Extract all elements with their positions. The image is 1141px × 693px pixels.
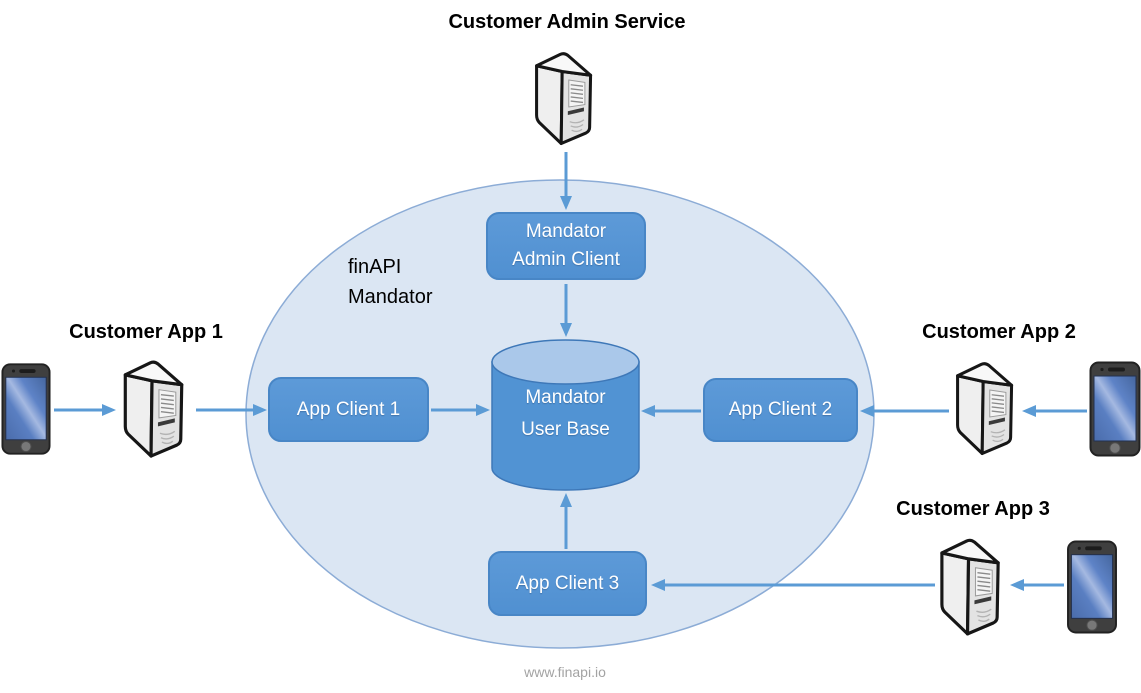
server-icon-app3 [940, 538, 1000, 636]
node-mandator-user-base-label: Mandator User Base [492, 382, 639, 446]
node-mandator-admin-client-line2: Admin Client [512, 249, 620, 270]
node-mandator-user-base-line2: User Base [521, 419, 610, 440]
label-customer-app-3: Customer App 3 [896, 498, 1050, 520]
node-app-client-2: App Client 2 [703, 378, 858, 442]
node-mandator-admin-client-line1: Mandator [525, 221, 607, 242]
database-cylinder [491, 339, 640, 491]
node-app-client-3: App Client 3 [488, 551, 647, 616]
server-icon-app1 [123, 360, 184, 458]
node-app-client-3-label: App Client 3 [515, 572, 620, 594]
server-icon-app2 [956, 362, 1014, 456]
footer-url: www.finapi.io [524, 664, 606, 680]
smartphone-icon-app3 [1067, 540, 1117, 634]
node-app-client-2-label: App Client 2 [728, 399, 833, 420]
node-mandator-user-base-line1: Mandator [525, 387, 606, 408]
label-finapi-mandator-line2: Mandator [348, 286, 433, 308]
label-customer-app-1: Customer App 1 [69, 321, 223, 343]
node-mandator-admin-client: Mandator Admin Client [486, 212, 646, 280]
node-app-client-1-label: App Client 1 [296, 398, 401, 420]
node-app-client-1: App Client 1 [268, 377, 429, 442]
smartphone-icon-app2 [1089, 361, 1141, 457]
label-finapi-mandator: finAPI Mandator [348, 252, 433, 312]
label-customer-admin-service: Customer Admin Service [448, 11, 686, 33]
server-icon-admin-service [535, 52, 593, 146]
label-finapi-mandator-line1: finAPI [348, 256, 402, 278]
label-customer-app-2: Customer App 2 [922, 321, 1076, 343]
smartphone-icon-app1 [1, 363, 51, 455]
